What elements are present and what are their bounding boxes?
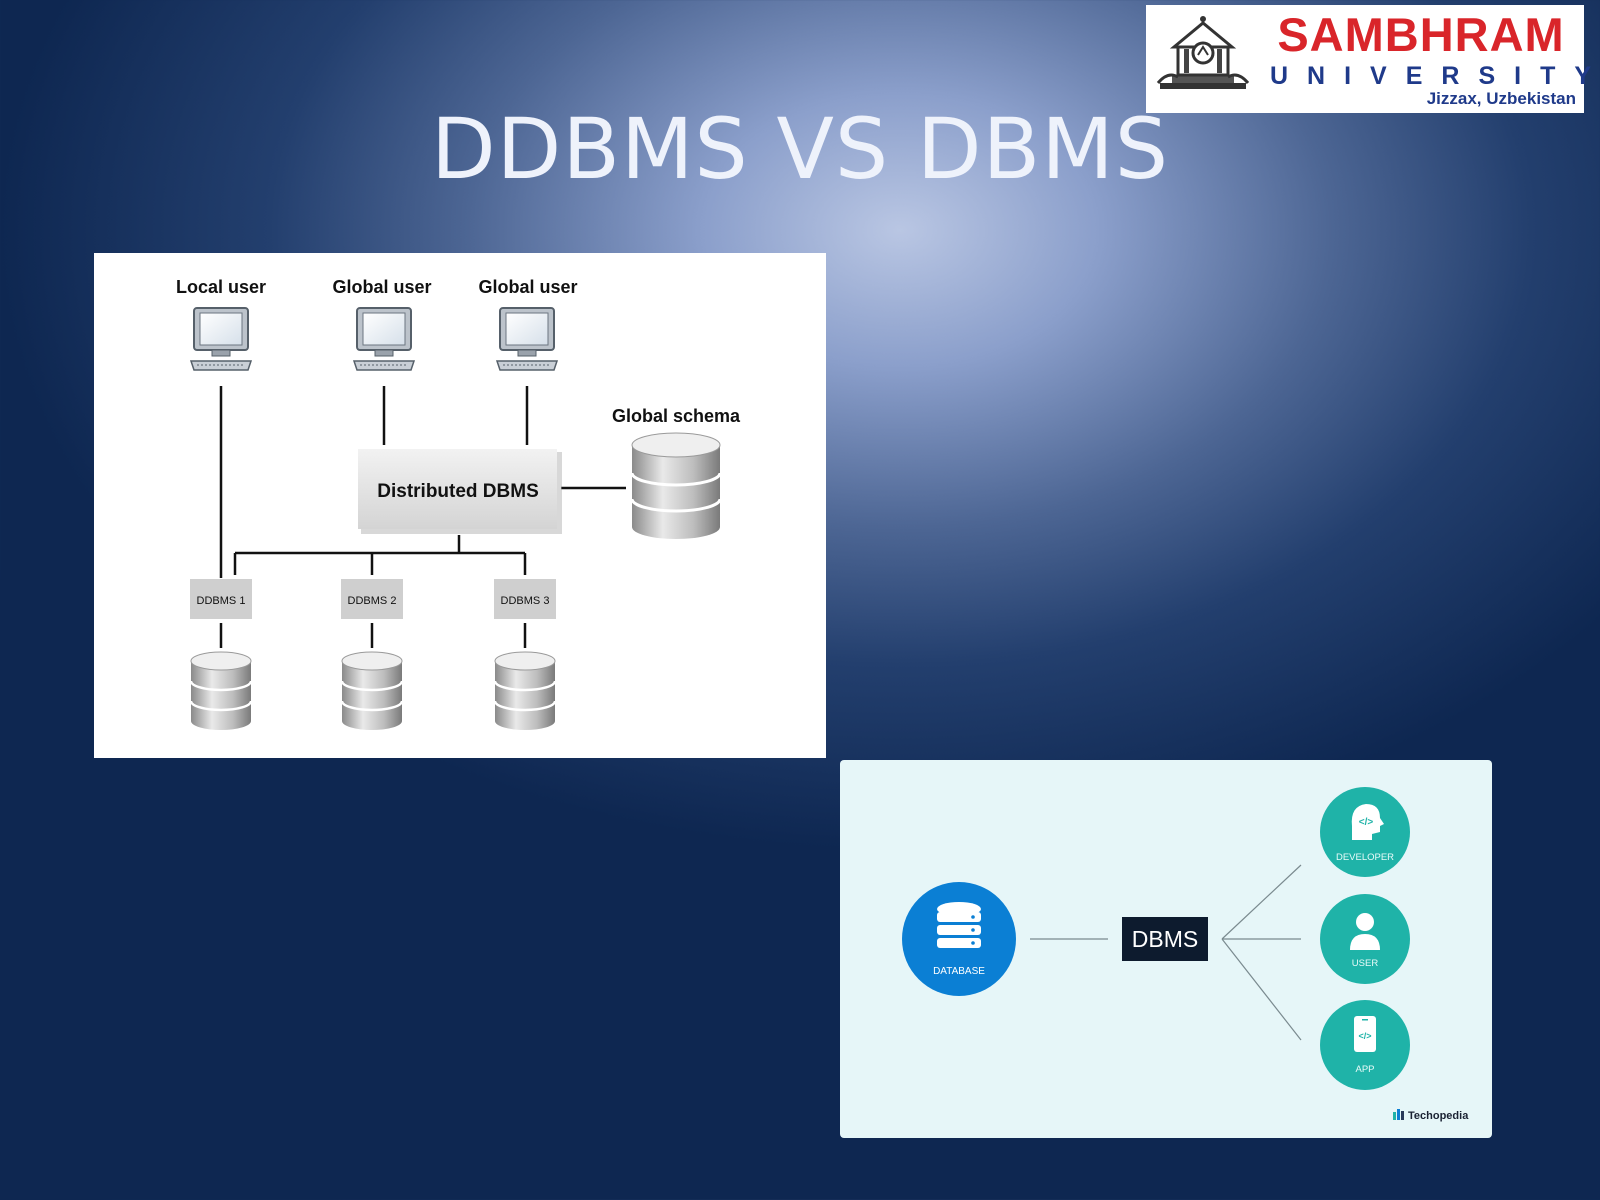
computer-icon (352, 307, 416, 371)
database-cylinder-icon (630, 432, 722, 539)
user-label: USER (1352, 958, 1379, 969)
user-icon (1350, 913, 1380, 950)
global-schema-label: Global schema (612, 406, 741, 426)
connector-lines (219, 386, 626, 648)
database-icon (937, 902, 981, 948)
developer-node: </> DEVELOPER (1320, 787, 1410, 877)
university-word: UNIVERSITY (1270, 62, 1600, 90)
university-emblem-icon (1156, 16, 1250, 89)
ddbms-node-1: DDBMS 1 (190, 579, 252, 619)
user-label: Global user (332, 277, 431, 297)
slide-title: DDBMS VS DBMS (430, 100, 1170, 198)
app-node: </> APP (1320, 1000, 1410, 1090)
dbms-box: DBMS (1122, 917, 1208, 961)
user-label: Local user (176, 277, 266, 297)
computer-icon (495, 307, 559, 371)
dbms-diagram-panel: DATABASE DBMS </> DEVELOPER USER (840, 760, 1492, 1138)
developer-label: DEVELOPER (1336, 852, 1394, 863)
user-node: USER (1320, 894, 1410, 984)
database-cylinder-icon (493, 651, 557, 730)
university-logo: SAMBHRAM UNIVERSITY Jizzax, Uzbekistan (1146, 5, 1591, 113)
mobile-app-icon: </> (1354, 1016, 1376, 1052)
database-label: DATABASE (933, 966, 985, 977)
dbms-label: DBMS (1132, 926, 1198, 952)
ddbms-node-label: DDBMS 3 (501, 595, 550, 607)
ddbms-node-2: DDBMS 2 (341, 579, 403, 619)
svg-text:</>: </> (1359, 817, 1374, 828)
computer-icon (189, 307, 253, 371)
ddbms-node-3: DDBMS 3 (494, 579, 556, 619)
distributed-dbms-label: Distributed DBMS (377, 481, 539, 502)
techopedia-credit: Techopedia (1393, 1109, 1469, 1122)
user-label: Global user (478, 277, 577, 297)
svg-text:</>: </> (1358, 1031, 1371, 1041)
ddbms-node-label: DDBMS 2 (348, 595, 397, 607)
university-name: SAMBHRAM (1277, 8, 1565, 61)
techopedia-logo-icon (1393, 1109, 1404, 1120)
techopedia-label: Techopedia (1408, 1110, 1469, 1122)
app-label: APP (1355, 1064, 1374, 1075)
database-cylinder-icon (189, 651, 253, 730)
connector-lines (1030, 864, 1302, 1041)
distributed-dbms-box: Distributed DBMS (358, 449, 562, 534)
database-node: DATABASE (902, 882, 1016, 996)
developer-head-icon: </> (1351, 804, 1384, 840)
ddbms-diagram-panel: Local user Global user Global user (94, 253, 826, 758)
ddbms-node-label: DDBMS 1 (197, 595, 246, 607)
university-location: Jizzax, Uzbekistan (1426, 89, 1576, 108)
database-cylinder-icon (340, 651, 404, 730)
